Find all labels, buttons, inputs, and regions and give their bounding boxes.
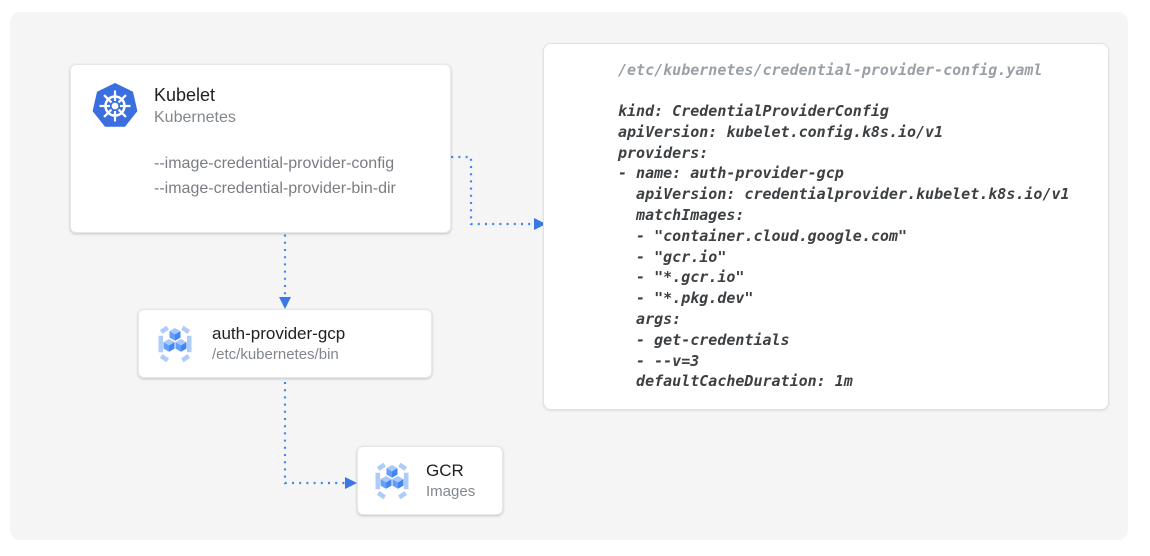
auth-node-labels: auth-provider-gcp /etc/kubernetes/bin [212, 323, 345, 365]
config-filename: /etc/kubernetes/credential-provider-conf… [618, 61, 1043, 79]
credential-provider-config-panel: /etc/kubernetes/credential-provider-conf… [543, 43, 1109, 410]
kubelet-node-header: Kubelet Kubernetes [91, 82, 430, 130]
config-yaml-code: kind: CredentialProviderConfig apiVersio… [618, 102, 1070, 391]
gcr-node-title: GCR [426, 461, 464, 480]
gcr-node: GCR Images [357, 446, 503, 515]
auth-provider-gcp-node: auth-provider-gcp /etc/kubernetes/bin [138, 309, 432, 378]
kubernetes-icon [92, 83, 138, 127]
gcr-node-labels: GCR Images [426, 460, 475, 502]
kubelet-node-labels: Kubelet Kubernetes [154, 83, 236, 129]
gcr-icon [375, 462, 409, 500]
gcr-node-subtitle: Images [426, 483, 476, 500]
auth-node-header: auth-provider-gcp /etc/kubernetes/bin [153, 322, 417, 366]
kubelet-flag-config: --image-credential-provider-config [154, 155, 395, 172]
kubelet-node: Kubelet Kubernetes --image-credential-pr… [70, 64, 451, 233]
kubelet-flag-bin-dir: --image-credential-provider-bin-dir [154, 180, 396, 197]
kubelet-flag-list: --image-credential-provider-config --ima… [154, 151, 430, 201]
auth-node-subtitle: /etc/kubernetes/bin [212, 346, 339, 363]
auth-node-title: auth-provider-gcp [212, 324, 346, 343]
kubelet-node-title: Kubelet [154, 85, 216, 105]
kubelet-node-subtitle: Kubernetes [154, 109, 236, 126]
gcr-icon [158, 325, 192, 363]
gcr-node-header: GCR Images [370, 459, 490, 503]
